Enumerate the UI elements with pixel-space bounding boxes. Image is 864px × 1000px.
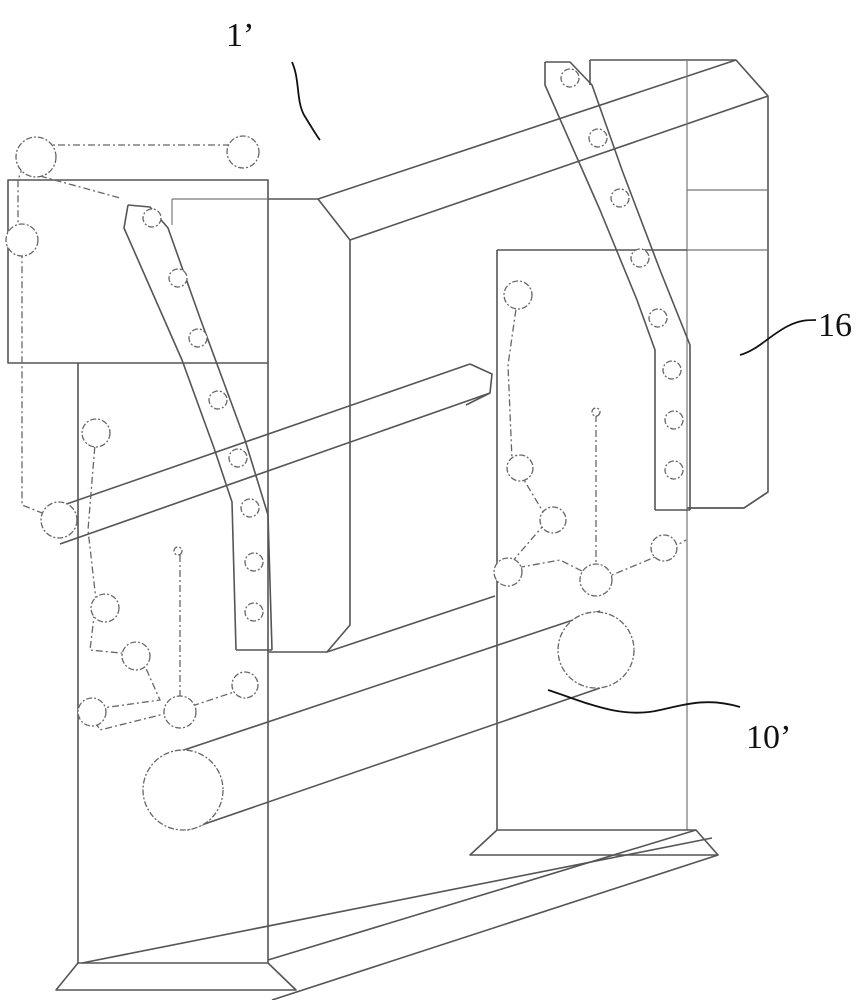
leader-line-1 <box>291 61 321 141</box>
leader-line-10 <box>547 689 741 714</box>
label-1: 1’ <box>226 17 254 54</box>
leader-line-16 <box>739 319 817 356</box>
label-16: 16 <box>818 307 852 344</box>
right-rollers <box>493 68 684 689</box>
connecting-bars <box>57 59 769 1000</box>
left-rollers <box>5 135 264 831</box>
label-10: 10’ <box>746 719 791 756</box>
left-tower <box>7 144 351 991</box>
